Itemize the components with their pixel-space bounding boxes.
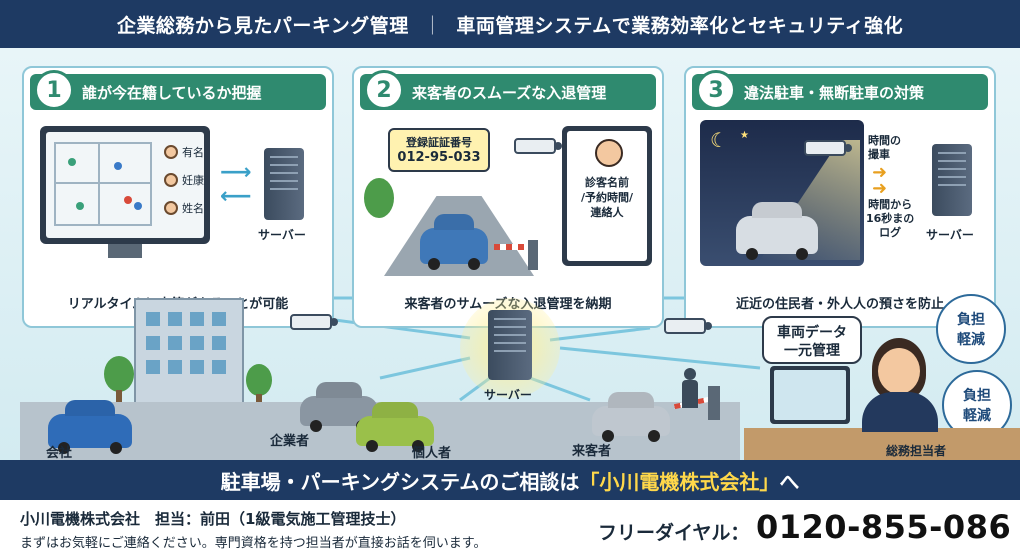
panel-visitors: 来客者のスムーズな入退管理 2 登録証証番号 012-95-033 診客名前 /…: [352, 66, 664, 328]
visitor-car-icon: [420, 228, 488, 270]
footer-phone-number[interactable]: 0120-855-086: [756, 508, 1012, 546]
avatar: [164, 173, 178, 187]
arrow-right-icon: ➜: [872, 162, 888, 183]
panel-3-number: 3: [696, 70, 736, 110]
label-visitor: 来客者: [572, 444, 612, 459]
desk: [744, 428, 1020, 460]
panel-1-number: 1: [34, 70, 74, 110]
night-parking-scene: ☾ ★: [700, 120, 864, 266]
panel-presence: 誰が今在籍しているか把握 1 有名: [22, 66, 334, 328]
arrow-right-icon: ➜: [872, 178, 888, 199]
tree-icon: [104, 356, 134, 392]
panel-3-caption: 近近の住民者・外人人の預さを防止: [735, 297, 944, 312]
visitor-car-icon: [592, 406, 670, 442]
label-business: 企業者: [270, 434, 310, 449]
avatar: [595, 139, 623, 167]
contact-footer: 小川電機株式会社 担当：前田（1級電気施工管理技士） まずはお気軽にご連絡くださ…: [0, 500, 1020, 556]
security-camera-icon: [514, 138, 562, 154]
contact-banner: 駐車場・パーキングシステムのご相談は 「小川電機株式会社」 へ: [0, 460, 1020, 500]
floor-map-monitor: 有名 妊康 姓名: [40, 126, 210, 244]
header-separator: ｜: [422, 14, 443, 37]
gate-bar: [494, 244, 530, 250]
panel-2-title: 来客者のスムーズな入退管理: [360, 74, 656, 110]
central-server-icon: [488, 310, 532, 380]
server-icon: [932, 144, 972, 216]
star-icon: ★: [740, 130, 749, 141]
log-note: 時間から 16秒まの ログ: [866, 198, 915, 239]
footer-note: まずはお気軽にご連絡ください。専門資格を持つ担当者が直接お話を伺います。: [20, 536, 487, 551]
avatar: [164, 201, 178, 215]
burden-badge: 負担 軽減: [936, 294, 1006, 364]
footer-tel-label: フリーダイヤル：: [598, 522, 750, 544]
gate-post: [708, 386, 720, 420]
tree-icon: [364, 178, 394, 218]
illustration-scene: 誰が今在籍しているか把握 1 有名: [0, 48, 1020, 461]
staff-suit: [862, 392, 938, 432]
company-car-icon: [48, 414, 132, 454]
header-title-left: 企業総務から見たパーキング管理: [116, 14, 409, 37]
label-individual: 個人者: [412, 446, 452, 461]
footer-company: 小川電機株式会社 担当：前田（1級電気施工管理技士）: [20, 510, 406, 528]
reception-tablet: 診客名前 /予約時間/ 連絡人: [562, 126, 652, 266]
user-chip: 姓名: [164, 200, 204, 216]
panel-3-title: 違法駐車・無断駐車の対策: [692, 74, 988, 110]
monitor-stand: [108, 244, 142, 258]
capture-note: 時間の 撮車: [868, 134, 901, 161]
panel-1-title: 誰が今在籍しているか把握: [30, 74, 326, 110]
arrow-right-icon: ⟶: [220, 160, 252, 185]
server-icon: [264, 148, 304, 220]
arrow-left-icon: ⟵: [220, 184, 252, 209]
company-highlight: 「小川電機株式会社」: [579, 469, 780, 494]
user-chip: 有名: [164, 144, 204, 160]
security-camera-icon: [290, 314, 338, 330]
label-staff: 総務担当者: [886, 444, 947, 458]
page-header: 企業総務から見たパーキング管理 ｜ 車両管理システムで業務効率化とセキュリティ強…: [0, 0, 1020, 48]
tree-icon: [246, 364, 272, 396]
header-title-right: 車両管理システムで業務効率化とセキュリティ強化: [456, 14, 904, 37]
avatar: [164, 145, 178, 159]
user-chip: 妊康: [164, 172, 204, 188]
parked-car-icon: [736, 216, 818, 260]
panel-2-number: 2: [364, 70, 404, 110]
guard-icon: [684, 368, 696, 380]
label-company: 会社: [46, 446, 73, 461]
central-server-label: サーバー: [484, 388, 532, 402]
staff-monitor-icon: [770, 366, 850, 424]
moon-icon: ☾: [710, 128, 728, 152]
individual-car-icon: [356, 416, 434, 452]
gate-post: [528, 240, 538, 270]
security-camera-icon: [804, 140, 852, 156]
security-camera-icon: [664, 318, 712, 334]
data-speech-bubble: 車両データ 一元管理: [762, 316, 862, 364]
office-building-icon: [134, 298, 244, 420]
server-label: サーバー: [926, 228, 974, 242]
staff-avatar: [878, 348, 920, 394]
panel-illegal-parking: 違法駐車・無断駐車の対策 3 ☾ ★ 時間の 撮車 ➜ 時間から 16秒まの ロ…: [684, 66, 996, 328]
registration-sign: 登録証証番号 012-95-033: [388, 128, 490, 172]
server-label: サーバー: [258, 228, 306, 242]
